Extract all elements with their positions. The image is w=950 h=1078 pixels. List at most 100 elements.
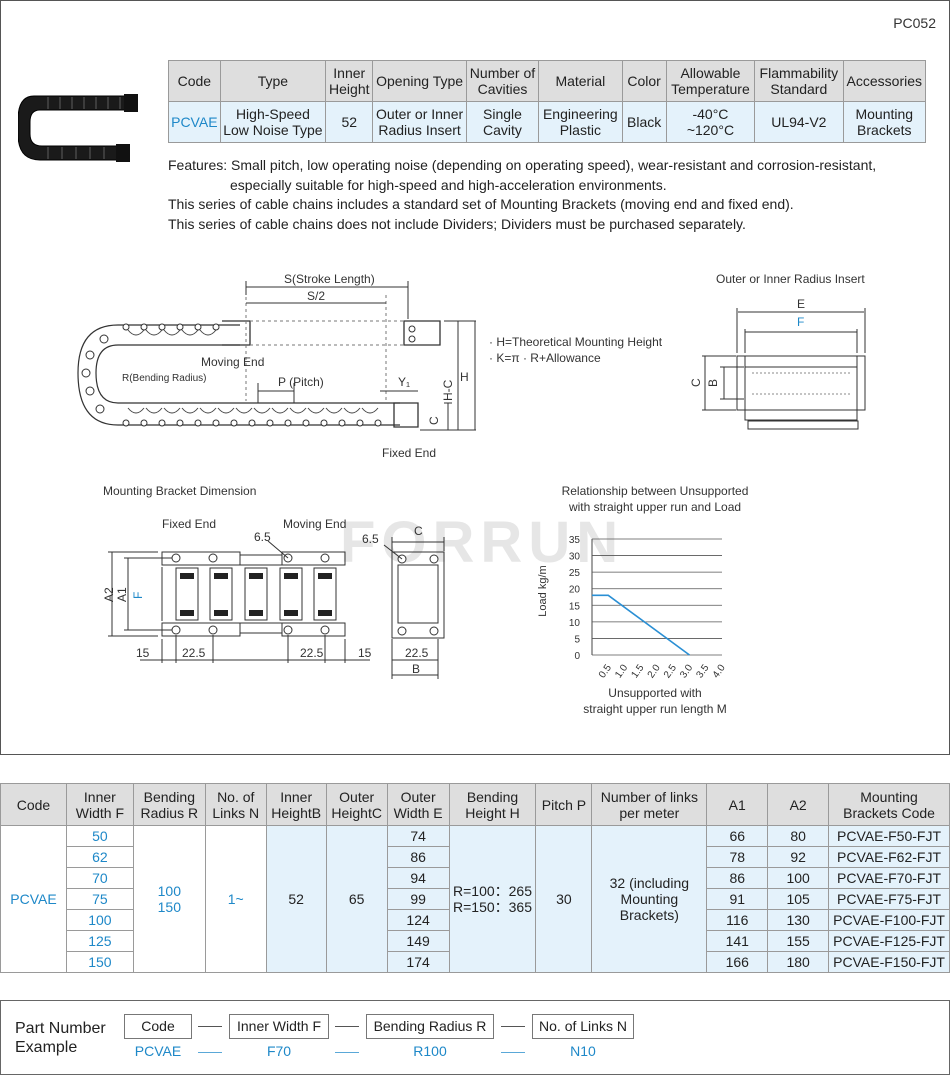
dim-header: Pitch P: [535, 783, 593, 826]
spec-cell: Black: [621, 101, 667, 143]
a1-cell: 116: [706, 909, 769, 931]
features-line: This series of cable chains includes a s…: [168, 196, 794, 212]
a2-cell: 100: [767, 867, 830, 889]
a1-cell: 141: [706, 930, 769, 952]
insert-title: Outer or Inner Radius Insert: [716, 272, 865, 286]
bracket-code-cell: PCVAE-F150-FJT: [828, 951, 950, 973]
spec-cell: 52: [325, 101, 374, 143]
a2-cell: 80: [767, 825, 830, 847]
dim-row: 70 94 86 100 PCVAE-F70-FJT: [1, 867, 950, 889]
spec-header: Code: [168, 60, 221, 102]
x-tick-label: 0.5: [597, 662, 614, 680]
inner-width-cell: 150: [65, 951, 134, 973]
links-per-meter-cell: 32 (including Mounting Brackets): [591, 825, 708, 973]
fixed-end-label: Fixed End: [382, 446, 436, 460]
insert-b-label: B: [706, 379, 720, 387]
part-number-title: Part Number Example: [15, 1019, 106, 1057]
half-stroke-label: S/2: [307, 289, 325, 303]
dim-15-label: 15: [136, 646, 150, 660]
outer-width-cell: 174: [386, 951, 450, 973]
load-chart-labels: Relationship between Unsupported with st…: [537, 484, 748, 716]
load-chart-title: Relationship between Unsupported: [562, 484, 749, 498]
x-tick-label: 3.0: [678, 662, 695, 680]
watermark: FORRUN: [340, 510, 624, 575]
y-tick-label: 30: [569, 552, 581, 563]
chain-side-view: [77, 281, 476, 431]
spec-header: Number of Cavities: [465, 60, 540, 102]
bracket-title: Mounting Bracket Dimension: [103, 484, 256, 498]
bending-radius-value: 100: [157, 883, 181, 899]
spec-header: Type: [219, 60, 327, 102]
insert-f-label: F: [797, 315, 804, 329]
dim-15-label: 15: [358, 646, 372, 660]
dim-header: Outer HeightC: [325, 783, 388, 826]
pn-value-separator: [335, 1052, 359, 1053]
page-code: PC052: [893, 15, 936, 31]
bending-height-cell: R=100：265 R=150：365: [448, 825, 537, 973]
hole-size-label: 6.5: [254, 530, 271, 544]
dim-header: Bending Height H: [448, 783, 537, 826]
a1-cell: 66: [706, 825, 769, 847]
dim-row: 75 99 91 105 PCVAE-F75-FJT: [1, 888, 950, 910]
pn-box-links: No. of Links N: [532, 1014, 634, 1039]
dim-22-5-label: 22.5: [405, 646, 429, 660]
spec-header: Flammability Standard: [754, 60, 844, 102]
outer-width-cell: 124: [386, 909, 450, 931]
bracket-f-label: F: [131, 592, 145, 599]
spec-cell: Outer or Inner Radius Insert: [372, 101, 467, 143]
series-line: [592, 594, 690, 656]
dim-header: A2: [767, 783, 830, 826]
load-chart-xlabel: straight upper run length M: [583, 702, 726, 716]
a1-cell: 91: [706, 888, 769, 910]
y-tick-label: 10: [569, 618, 581, 629]
outer-height-cell: 65: [325, 825, 388, 973]
a2-cell: 180: [767, 951, 830, 973]
part-number-title-line: Part Number: [15, 1020, 106, 1037]
spec-cell: UL94-V2: [754, 101, 844, 143]
a1-cell: 166: [706, 951, 769, 973]
dim-header: Outer Width E: [386, 783, 450, 826]
dim-row: 62 86 78 92 PCVAE-F62-FJT: [1, 846, 950, 868]
dim-header: Inner Width F: [65, 783, 134, 826]
y-tick-label: 20: [569, 585, 581, 596]
insert-e-label: E: [797, 297, 805, 311]
y-tick-label: 25: [569, 568, 581, 579]
spec-header: Color: [621, 60, 667, 102]
dim-header: Inner HeightB: [265, 783, 327, 826]
dim-header: A1: [706, 783, 769, 826]
bracket-code-cell: PCVAE-F70-FJT: [828, 867, 950, 889]
mounting-bracket-drawing: [108, 537, 445, 679]
outer-width-cell: 86: [386, 846, 450, 868]
a1-cell: 86: [706, 867, 769, 889]
bending-height-value: R=150：365: [453, 899, 533, 915]
a2-cell: 92: [767, 846, 830, 868]
k-formula-note: · K=π · R+Allowance: [489, 351, 601, 365]
chain-labels: S(Stroke Length) S/2 Moving End R(Bendin…: [122, 272, 663, 460]
bending-height-value: R=100：265: [453, 883, 533, 899]
spec-header-row: Code Type Inner Height Opening Type Numb…: [168, 60, 927, 102]
x-tick-label: 1.5: [629, 662, 646, 680]
outer-width-cell: 94: [386, 867, 450, 889]
inner-height-cell: 52: [265, 825, 327, 973]
y-tick-label: 35: [569, 535, 581, 546]
technical-drawings: FORRUN: [0, 255, 950, 725]
y-tick-label: 5: [574, 634, 580, 645]
inner-width-cell: 125: [65, 930, 134, 952]
features-text: Features: Small pitch, low operating noi…: [168, 156, 928, 234]
dim-row: PCVAE 50 100 150 1~ 52 65 74 R=100：265 R…: [0, 825, 950, 973]
spec-header: Material: [538, 60, 623, 102]
bending-radius-cell: 100 150: [132, 825, 206, 973]
insert-labels: Outer or Inner Radius Insert E F C B: [689, 272, 865, 387]
a2-cell: 105: [767, 888, 830, 910]
spec-header: Accessories: [842, 60, 927, 102]
features-line: This series of cable chains does not inc…: [168, 215, 746, 232]
bracket-fixed-end-label: Fixed End: [162, 517, 216, 531]
bracket-code-cell: PCVAE-F75-FJT: [828, 888, 950, 910]
bracket-code-cell: PCVAE-F100-FJT: [828, 909, 950, 931]
inner-width-cell: 62: [65, 846, 134, 868]
inner-width-cell: 100: [65, 909, 134, 931]
stroke-length-label: S(Stroke Length): [284, 272, 375, 286]
x-tick-label: 3.5: [694, 662, 711, 680]
bending-radius-label: R(Bending Radius): [122, 373, 207, 384]
